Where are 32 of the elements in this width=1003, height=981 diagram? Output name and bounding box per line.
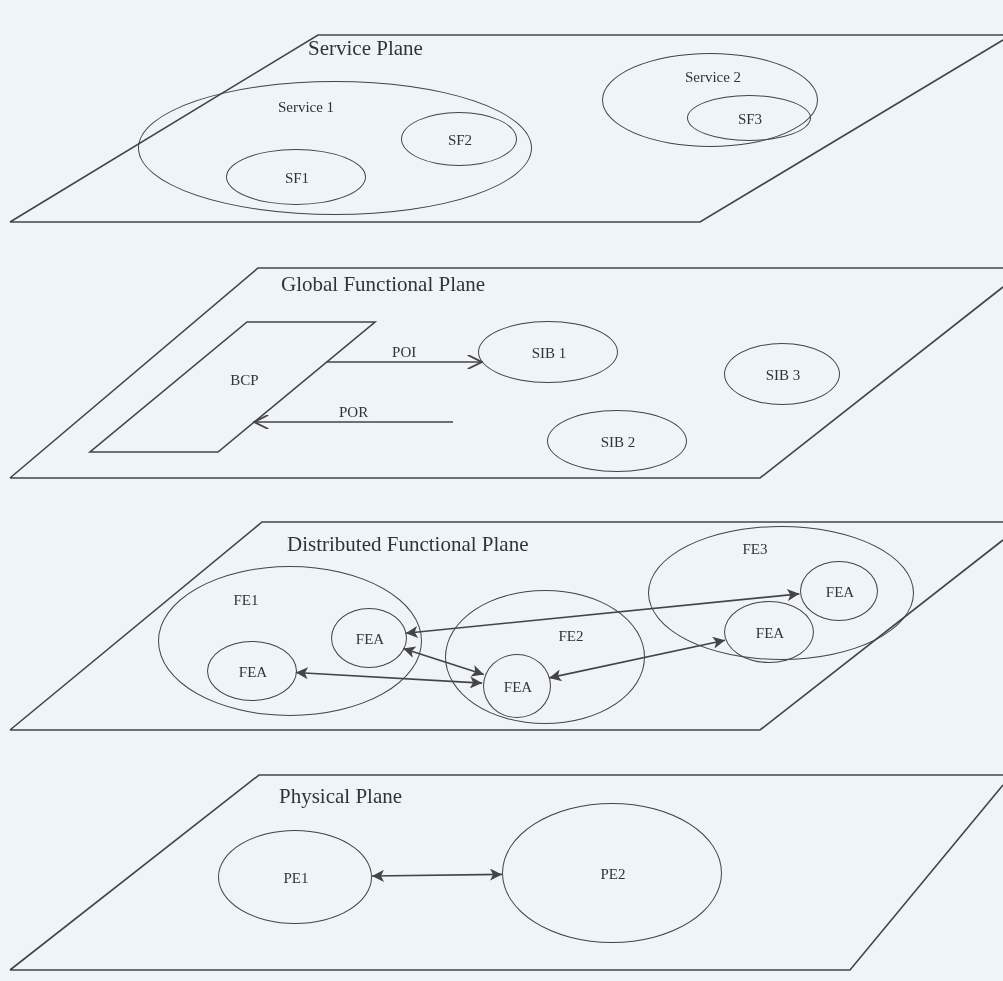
node-label: Service 1: [277, 99, 335, 115]
arrow: [253, 414, 454, 430]
plane-title: Global Functional Plane: [281, 274, 486, 295]
node-label: SIB 1: [531, 345, 567, 361]
arrow: [371, 868, 503, 882]
arrow: [402, 646, 485, 677]
node-label: FEA: [355, 631, 385, 647]
node-label: Service 2: [684, 69, 742, 85]
edge-label: POI: [391, 345, 418, 360]
plane-title: Distributed Functional Plane: [287, 534, 529, 555]
arrow: [325, 354, 483, 370]
node-label: SF2: [447, 132, 473, 148]
arrow: [404, 589, 801, 638]
plane-title: Physical Plane: [279, 786, 403, 807]
node-label: SIB 3: [765, 367, 801, 383]
arrow: [548, 636, 726, 682]
node-label: SIB 2: [600, 434, 636, 450]
arrow: [295, 667, 483, 689]
node-label: SF1: [284, 170, 310, 186]
edge-label: POR: [338, 405, 370, 420]
node-label: SF3: [737, 111, 763, 127]
node-label: FE1: [233, 592, 259, 608]
node-label: FE2: [558, 628, 584, 644]
node-label: PE2: [600, 866, 626, 882]
plane-title: Service Plane: [308, 38, 423, 59]
node-label: FEA: [503, 679, 533, 695]
node-label: PE1: [283, 870, 309, 886]
node-label: FE3: [742, 541, 768, 557]
node-label: FEA: [238, 664, 268, 680]
node-label: BCP: [230, 372, 259, 388]
node-label: FEA: [825, 584, 855, 600]
node-label: FEA: [755, 625, 785, 641]
